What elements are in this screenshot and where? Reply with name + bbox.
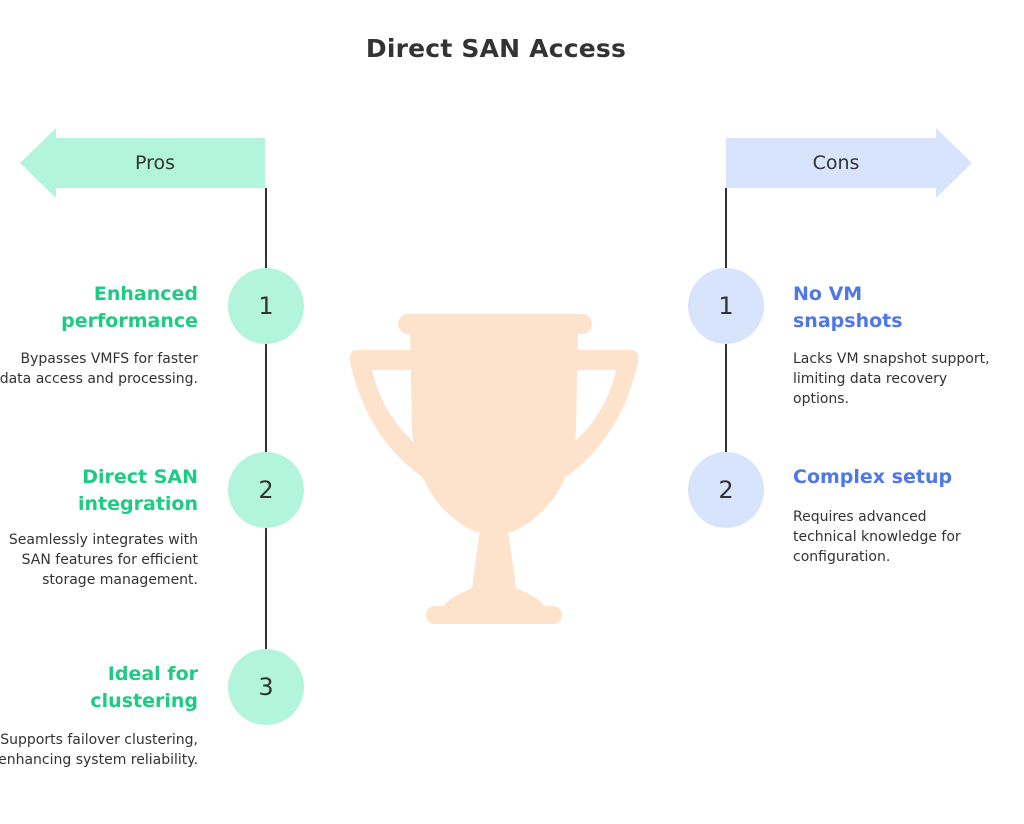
cons-item-1-title: No VM snapshots — [793, 283, 903, 332]
pros-item-2-title: Direct SAN integration — [78, 466, 198, 515]
pros-item-2-number: 2 — [228, 452, 304, 528]
pros-item-2-description: Seamlessly integrates with SAN features … — [8, 532, 198, 588]
cons-item-2-title: Complex setup — [793, 466, 953, 488]
pros-arrow — [20, 128, 265, 198]
pros-item-1-description: Bypasses VMFS for faster data access and… — [0, 351, 198, 387]
pros-label: Pros — [134, 152, 176, 174]
cons-label: Cons — [812, 152, 860, 174]
cons-item-1-description: Lacks VM snapshot support, limiting data… — [793, 351, 990, 407]
page-title: Direct SAN Access — [365, 34, 627, 63]
pros-item-3-title: Ideal for clustering — [90, 663, 198, 712]
pros-item-3-description: Supports failover clustering, enhancing … — [0, 732, 198, 768]
cons-item-2-number: 2 — [688, 452, 764, 528]
trophy-icon — [349, 314, 639, 624]
cons-item-1-number: 1 — [688, 268, 764, 344]
pros-item-1-number: 1 — [228, 268, 304, 344]
cons-item-2-description: Requires advanced technical knowledge fo… — [793, 509, 961, 565]
cons-arrow — [726, 128, 972, 198]
pros-item-1-title: Enhanced performance — [61, 283, 198, 332]
pros-item-3-number: 3 — [228, 649, 304, 725]
